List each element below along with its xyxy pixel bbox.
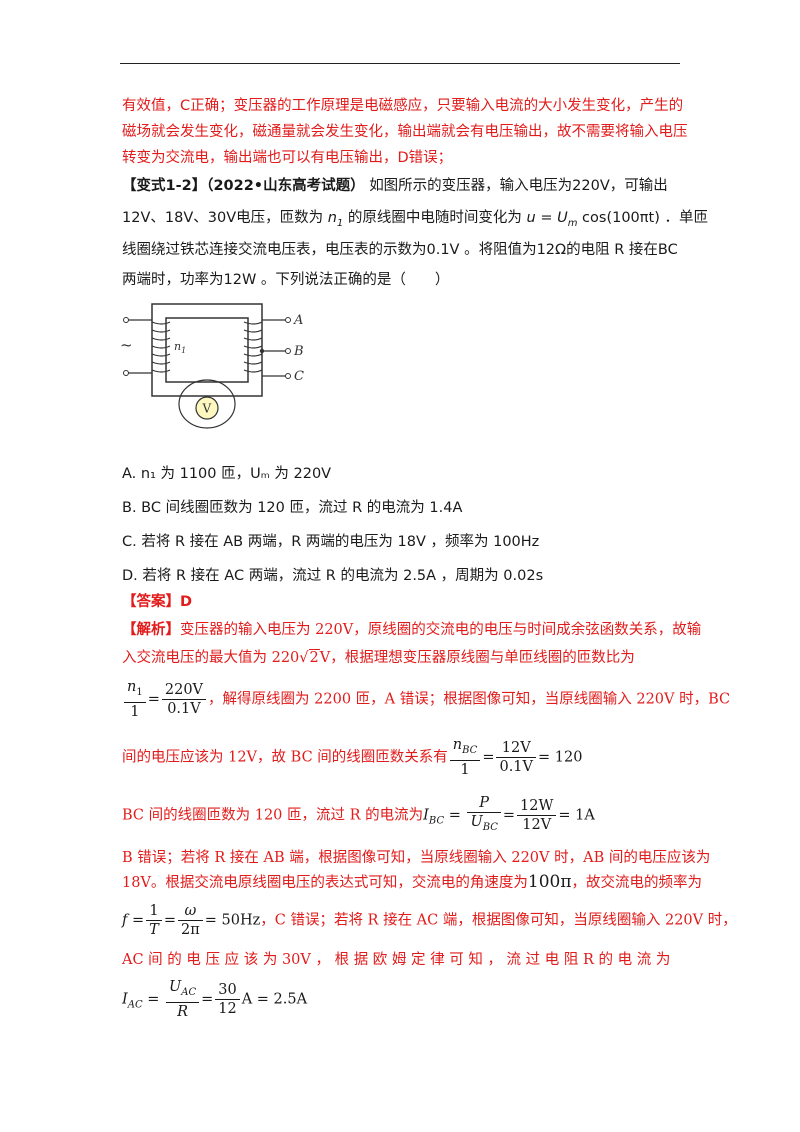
- coil-label: n1: [174, 340, 186, 355]
- question-text-2c: ．单匝: [664, 210, 708, 226]
- question-text-2b: 的原线圈中电随时间变化为: [347, 210, 522, 226]
- question-source: （2022•山东高考试题）: [206, 178, 365, 194]
- input-terminal-top: [123, 317, 129, 323]
- terminal-a-label: A: [293, 313, 303, 328]
- formula-u: u = Um: [526, 210, 578, 229]
- question-line-2: 12V、18V、30V电压，匝数为 n1 的原线圈中电随时间变化为 u = Um…: [122, 208, 708, 234]
- analysis-label: 【解析】: [122, 622, 180, 638]
- option-b[interactable]: B. BC 间线圈匝数为 120 匝，流过 R 的电流为 1.4A: [122, 500, 463, 516]
- intro-line-1: 有效值，C正确；变压器的工作原理是电磁感应，只要输入电流的大小发生变化，产生的: [122, 98, 684, 114]
- terminal-b: [285, 348, 291, 354]
- formula-cos: cos(100πt): [582, 210, 660, 226]
- analysis-line-9: AC 间 的 电 压 应 该 为 30V ， 根 据 欧 姆 定 律 可 知 ，…: [122, 952, 671, 968]
- header-rule: [120, 63, 680, 64]
- ac-symbol: ~: [120, 336, 133, 354]
- analysis-line-1: 【解析】变压器的输入电压为 220V，原线圈的交流电的电压与时间成余弦函数关系，…: [122, 622, 702, 638]
- intro-line-3: 转变为交流电，输出端也可以有电压输出，D错误；: [122, 150, 453, 166]
- input-terminal-bottom: [123, 370, 129, 376]
- terminal-c: [285, 373, 291, 379]
- analysis-line-2: 入交流电压的最大值为 220√2V，根据理想变压器原线圈与单匝线圈的匝数比为: [122, 649, 635, 666]
- answer-value: D: [180, 594, 193, 610]
- tap-dot: [259, 348, 265, 354]
- question-tag: 【变式1-2】: [122, 178, 207, 194]
- secondary-coil: [243, 319, 286, 377]
- analysis-line-6: B 错误；若将 R 接在 AB 端，根据图像可知，当原线圈输入 220V 时，A…: [122, 850, 711, 866]
- analysis-line-7: 18V。根据交流电原线圈电压的表达式可知，交流电的角速度为100π，故交流电的频…: [122, 872, 703, 892]
- terminal-b-label: B: [293, 344, 304, 359]
- single-turn-loop: [178, 379, 236, 429]
- terminal-a: [285, 317, 291, 323]
- answer-line: 【答案】D: [122, 592, 192, 612]
- voltmeter-label: V: [202, 402, 212, 416]
- question-line-1: 【变式1-2】（2022•山东高考试题） 如图所示的变压器，输入电压为220V，…: [122, 176, 668, 196]
- question-text-2a: 12V、18V、30V电压，匝数为: [122, 210, 324, 226]
- terminal-c-label: C: [294, 369, 304, 384]
- primary-coil: [126, 319, 171, 374]
- coil-symbol: n1: [327, 210, 344, 229]
- transformer-diagram: ~ n1 A B C V: [120, 303, 304, 429]
- intro-line-2: 磁场就会发生变化，磁通量就会发生变化，输出端就会有电压输出，故不需要将输入电压: [122, 124, 688, 140]
- option-a[interactable]: A. n₁ 为 1100 匝，Uₘ 为 220V: [122, 466, 332, 482]
- option-c[interactable]: C. 若将 R 接在 AB 两端，R 两端的电压为 18V ，频率为 100Hz: [122, 534, 540, 550]
- core-inner: [165, 317, 249, 383]
- voltmeter: [195, 396, 219, 420]
- question-line-4: 两端时，功率为12W 。下列说法正确的是（ ）: [122, 272, 450, 288]
- answer-label: 【答案】: [122, 594, 180, 610]
- question-text-1: 如图所示的变压器，输入电压为220V，可输出: [369, 178, 668, 194]
- question-line-3: 线圈绕过铁芯连接交流电压表，电压表的示数为0.1V 。将阻值为12Ω的电阻 R …: [122, 242, 678, 258]
- option-d[interactable]: D. 若将 R 接在 AC 两端，流过 R 的电流为 2.5A ，周期为 0.0…: [122, 568, 544, 584]
